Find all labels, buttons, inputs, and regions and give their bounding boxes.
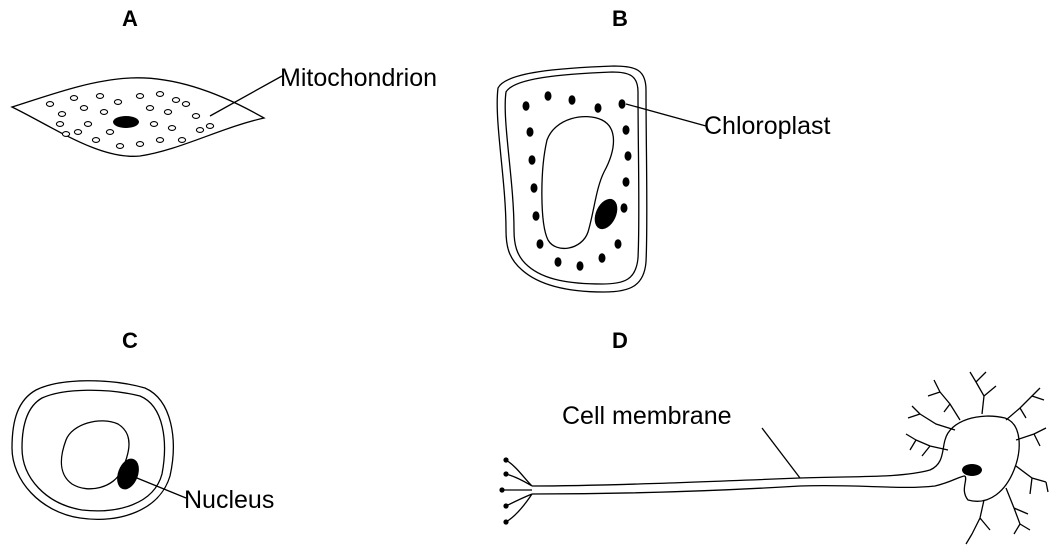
cell-a-nucleus	[113, 116, 139, 128]
chloroplast-icon	[621, 203, 628, 213]
chloroplast-icon	[533, 211, 540, 221]
axon-terminal-branches	[502, 460, 532, 522]
mitochondrion-icon	[182, 102, 189, 107]
mitochondrion-icon	[178, 138, 185, 143]
mitochondrion-icon	[136, 142, 143, 147]
neuron-dendrites	[906, 372, 1048, 544]
cell-c-nucleus	[113, 456, 143, 493]
mitochondrion-icon	[96, 94, 103, 99]
mitochondrion-icon	[62, 132, 69, 137]
cell-membrane-pointer	[762, 428, 800, 478]
chloroplast-icon	[615, 239, 622, 249]
chloroplast-icon	[569, 95, 576, 105]
mitochondrion-icon	[156, 138, 163, 143]
chloroplast-icon	[529, 155, 536, 165]
chloroplast-icon	[619, 99, 626, 109]
mitochondrion-icon	[56, 122, 63, 127]
chloroplast-icon	[531, 183, 538, 193]
axon-terminal-dot	[499, 487, 504, 492]
neuron-axon-upper	[532, 440, 945, 486]
chloroplast-icon	[623, 125, 630, 135]
mitochondrion-icon	[46, 102, 53, 107]
chloroplast-icon	[599, 253, 606, 263]
mitochondrion-icon	[84, 122, 91, 127]
mitochondrion-icon	[92, 138, 99, 143]
axon-terminal-dot	[503, 457, 508, 462]
cell-d-neuron	[502, 372, 1048, 544]
mitochondrion-icon	[150, 122, 157, 127]
chloroplasts-group	[523, 91, 632, 271]
axon-terminal-dots	[499, 457, 508, 524]
mitochondrion-icon	[114, 100, 121, 105]
chloroplast-icon	[537, 239, 544, 249]
mitochondrion-icon	[192, 114, 199, 119]
mitochondrion-icon	[70, 96, 77, 101]
nucleus-pointer	[132, 476, 186, 498]
axon-terminal-dot	[503, 519, 508, 524]
cell-c-inner-membrane	[22, 390, 164, 511]
mitochondrion-icon	[168, 126, 175, 131]
mitochondrion-icon	[58, 112, 65, 117]
mitochondrion-icon	[80, 106, 87, 111]
chloroplast-icon	[545, 91, 552, 101]
chloroplast-icon	[523, 101, 530, 111]
mitochondrion-icon	[156, 92, 163, 97]
cell-c-round	[12, 381, 173, 520]
mitochondrion-icon	[172, 98, 179, 103]
mitochondrion-icon	[106, 130, 113, 135]
cell-d-nucleus	[962, 464, 982, 476]
chloroplast-icon	[555, 257, 562, 267]
mitochondrion-icon	[196, 128, 203, 133]
neuron-cell-body	[945, 416, 1019, 501]
chloroplast-icon	[623, 177, 630, 187]
chloroplast-icon	[527, 127, 534, 137]
chloroplast-icon	[577, 261, 584, 271]
mitochondrion-icon	[100, 110, 107, 115]
chloroplast-icon	[625, 151, 632, 161]
axon-terminal-dot	[503, 503, 508, 508]
mitochondrion-icon	[206, 124, 213, 129]
mitochondrion-icon	[74, 130, 81, 135]
mitochondrion-icon	[116, 144, 123, 149]
mitochondrion-icon	[164, 110, 171, 115]
axon-terminal-dot	[503, 471, 508, 476]
mitochondrion-icon	[146, 106, 153, 111]
chloroplast-icon	[595, 103, 602, 113]
mitochondrion-icon	[136, 94, 143, 99]
